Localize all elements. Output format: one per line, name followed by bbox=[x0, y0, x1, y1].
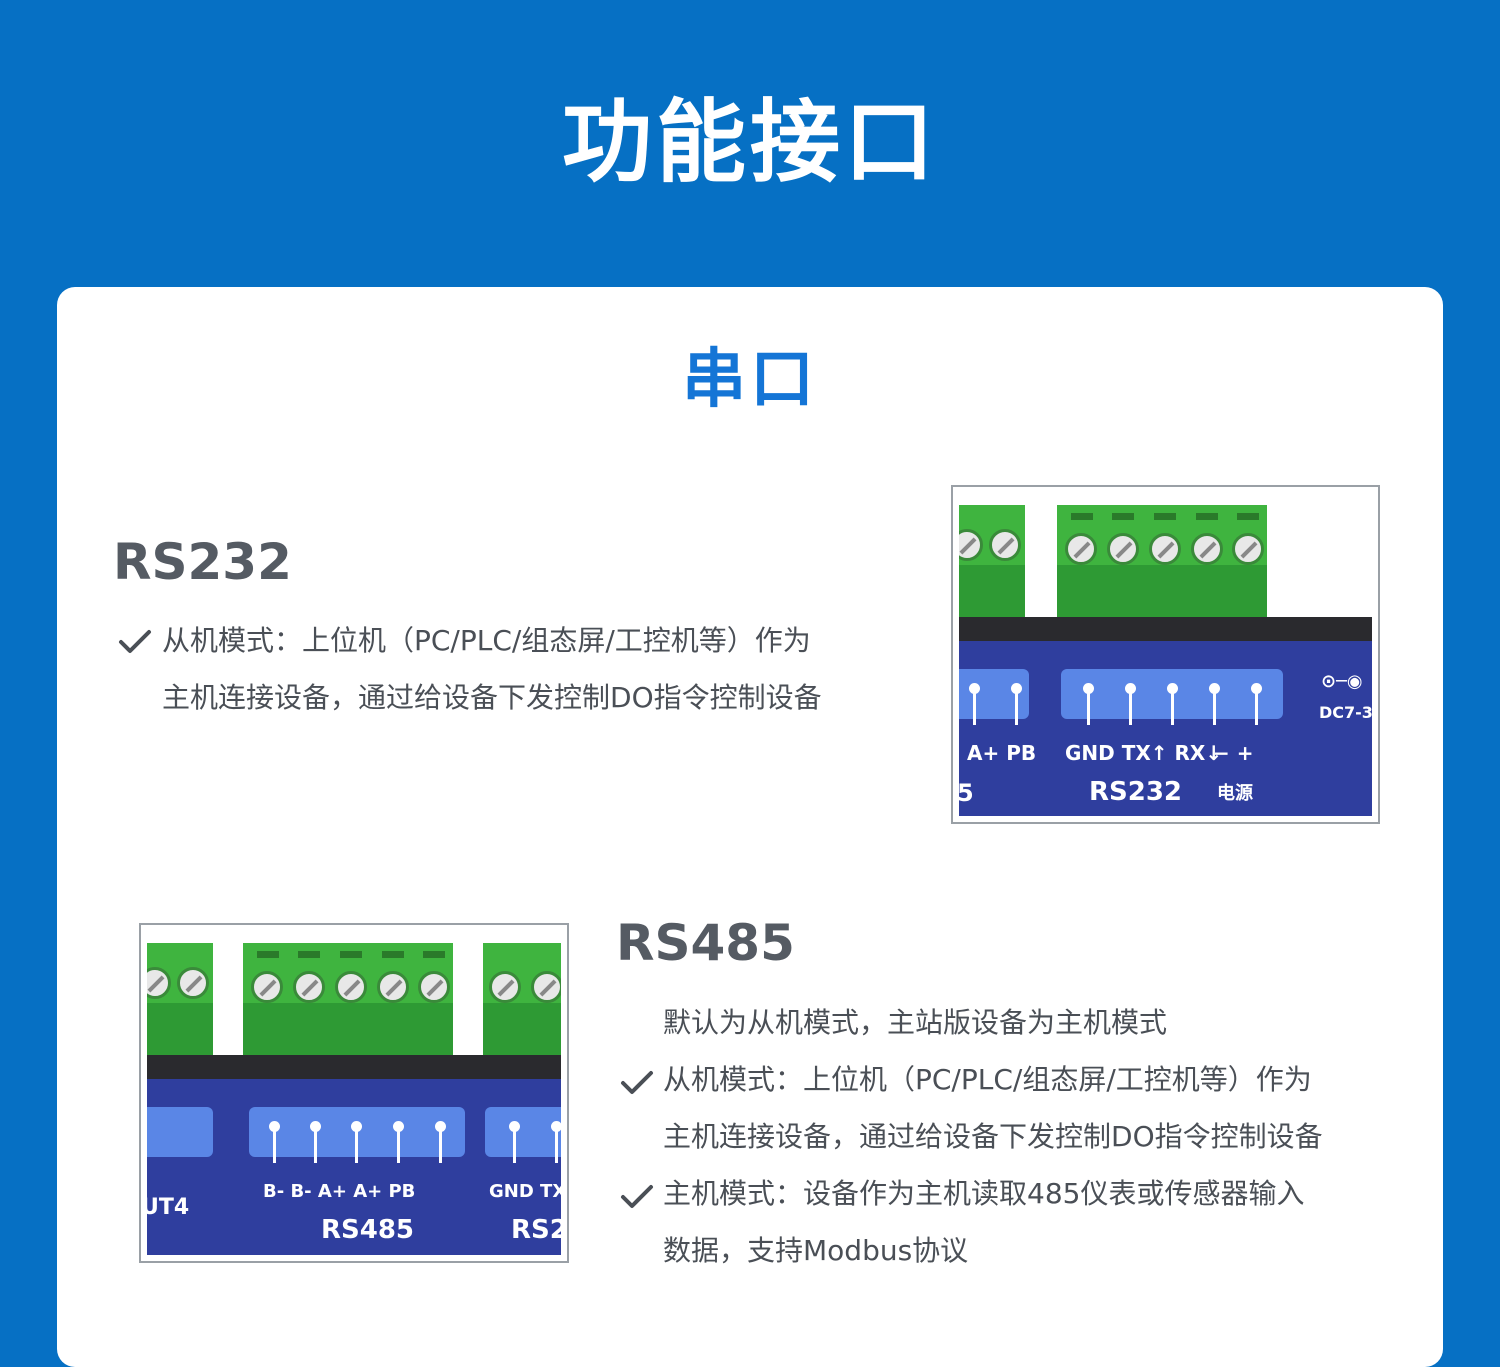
rs485-label-right: RS2 bbox=[511, 1215, 561, 1245]
rs485-pins-main: B- B- A+ A+ PB bbox=[263, 1181, 416, 1202]
page-title: 功能接口 bbox=[562, 90, 938, 195]
rs485-bullet-line: 数据，支持Modbus协议 bbox=[663, 1234, 969, 1267]
rs485-pins-right: GND TX bbox=[489, 1181, 561, 1202]
rs485-bullet-line: 从机模式：上位机（PC/PLC/组态屏/工控机等）作为 bbox=[663, 1063, 1312, 1096]
rs232-bullet-line: 从机模式：上位机（PC/PLC/组态屏/工控机等）作为 bbox=[162, 624, 811, 657]
rs232-pins-main: GND TX↑ RX↓ bbox=[1065, 741, 1223, 765]
power-jack-icon: ⊙─◉ bbox=[1321, 671, 1363, 692]
rs232-dc-label: DC7-3 bbox=[1319, 703, 1372, 722]
check-icon bbox=[620, 1182, 654, 1212]
rs485-label-left: UT4 bbox=[147, 1195, 190, 1220]
rs485-intro: 默认为从机模式，主站版设备为主机模式 bbox=[663, 1006, 1168, 1039]
rs232-pins-left: A+ PB bbox=[967, 741, 1037, 765]
section-title: 串口 bbox=[682, 343, 818, 417]
rs485-label-main: RS485 bbox=[321, 1215, 415, 1245]
rs485-device-photo: B- B- A+ A+ PB GND TX UT4 RS485 RS2 bbox=[139, 923, 569, 1263]
rs485-heading: RS485 bbox=[616, 914, 795, 972]
rs232-bullet-line: 主机连接设备，通过给设备下发控制DO指令控制设备 bbox=[162, 681, 822, 714]
rs485-bullet-line: 主机连接设备，通过给设备下发控制DO指令控制设备 bbox=[663, 1120, 1323, 1153]
rs232-label-left: 5 bbox=[959, 779, 974, 807]
rs232-label-power: 电源 bbox=[1217, 783, 1253, 804]
rs232-heading: RS232 bbox=[113, 533, 292, 591]
rs232-pins-power: − + bbox=[1213, 741, 1254, 765]
rs232-device-photo: A+ PB GND TX↑ RX↓ − + 5 RS232 电源 ⊙─◉ DC7… bbox=[951, 485, 1380, 824]
check-icon bbox=[620, 1068, 654, 1098]
check-icon bbox=[118, 627, 152, 657]
rs485-bullet-line: 主机模式：设备作为主机读取485仪表或传感器输入 bbox=[663, 1177, 1305, 1210]
rs232-label-main: RS232 bbox=[1089, 777, 1183, 807]
